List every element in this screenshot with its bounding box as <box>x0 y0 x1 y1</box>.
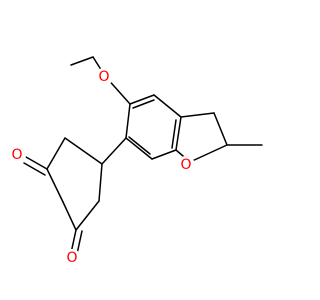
bond-aryl-cyclohexyl <box>101 137 127 165</box>
bond-carbonyl-top <box>25 156 48 170</box>
bond-furan-c3-ch2 <box>180 112 215 118</box>
ketone-oxygen-top-label: O <box>11 147 22 163</box>
bond-cyclo-c3-c2 <box>46 168 64 203</box>
bond-cyclo-c2-c1 <box>62 201 77 231</box>
bond-cyclo-c4-c3 <box>46 137 66 170</box>
bond-ring-c1-c2 <box>129 94 155 105</box>
ketone-oxygen-bottom-label: O <box>66 250 77 266</box>
ether-oxygen-atom: O <box>95 68 113 86</box>
bond-carbonyl-bottom-double <box>76 230 83 255</box>
bond-ethyl-ch3-ch2 <box>70 56 94 66</box>
bond-ring-c3-c4-double <box>171 119 177 149</box>
bond-cyclo-c5-c4 <box>64 137 103 165</box>
ketone-oxygen-top-atom: O <box>8 146 26 164</box>
bond-ring-c2-c3 <box>153 94 182 118</box>
bond-carbonyl-top-double <box>23 162 46 176</box>
bond-cyclo-c6-c5 <box>98 163 103 202</box>
bond-ring-c3-c4 <box>175 116 182 151</box>
bond-furan-ch2-ch <box>213 112 228 146</box>
bond-ring-c1-c2-double <box>132 99 155 109</box>
ring-oxygen-label: O <box>180 157 191 173</box>
bond-ring-c5-c6-double <box>128 136 151 155</box>
bond-cyclo-c1-c6 <box>75 200 100 231</box>
ring-oxygen-atom: O <box>177 156 195 174</box>
ether-oxygen-label: O <box>98 69 109 85</box>
bond-ring-c4-c5 <box>151 149 177 160</box>
ketone-oxygen-bottom-atom: O <box>63 249 81 267</box>
bond-ring-c5-c6 <box>125 137 153 160</box>
bond-ring-c6-c1 <box>125 103 131 139</box>
bond-furan-ch-o <box>189 144 228 163</box>
molecule-structure-diagram: O O O O <box>8 56 263 267</box>
